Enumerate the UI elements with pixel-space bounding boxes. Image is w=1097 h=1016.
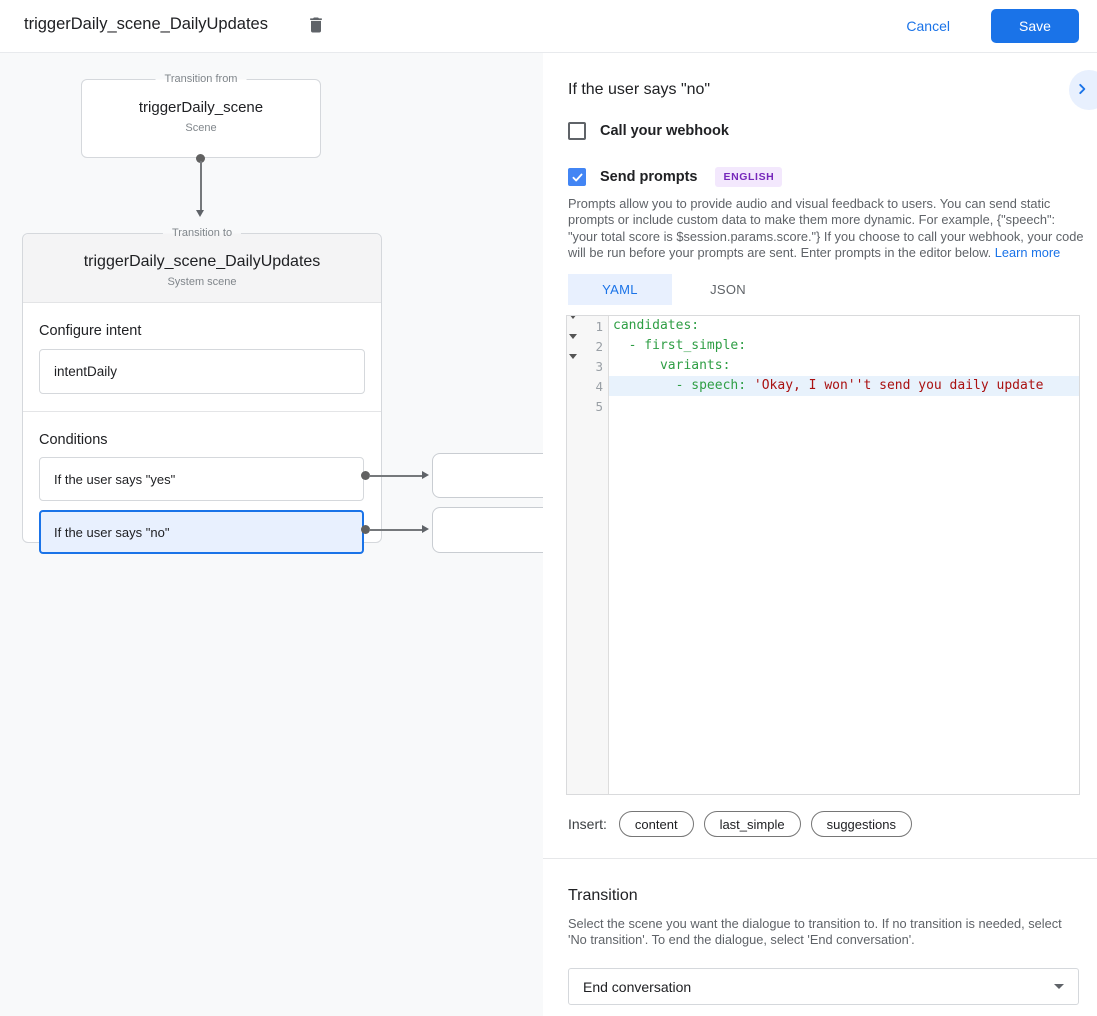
learn-more-link[interactable]: Learn more [994,245,1061,261]
transition-from-node[interactable]: Transition from triggerDaily_scene Scene [81,72,321,158]
editor-gutter-cell: 1 [567,316,608,336]
editor-line[interactable] [609,396,1079,416]
webhook-checkbox[interactable] [568,122,586,140]
send-prompts-checkbox[interactable] [568,168,586,186]
condition-card-yes[interactable]: If the user says "yes" [39,457,364,501]
delete-scene-button[interactable] [303,14,329,40]
connector-dot [196,154,205,163]
tab-json[interactable]: JSON [710,282,746,297]
condition-card-no[interactable]: If the user says "no" [39,510,364,554]
transition-to-node: Transition to triggerDaily_scene_DailyUp… [22,226,382,554]
condition-detail-panel: If the user says "no" Call your webhook … [543,53,1097,1016]
insert-row: Insert: content last_simple suggestions [568,811,912,837]
fold-toggle-icon[interactable] [567,316,579,334]
insert-chip-last_simple[interactable]: last_simple [703,811,801,837]
line-number: 3 [595,358,603,374]
code-segment-str: 'Okay, I won''t send you daily update [753,378,1044,393]
conditions-label: Conditions [39,432,108,448]
code-segment-key: variants: [613,358,731,373]
condition-no-connector-line [369,529,422,531]
insert-label: Insert: [568,816,607,832]
line-number: 5 [595,398,603,414]
editor-line[interactable]: candidates: [609,316,1079,336]
transition-from-legend: Transition from [155,72,247,86]
insert-chip-content[interactable]: content [618,811,694,837]
transition-to-header: triggerDaily_scene_DailyUpdates System s… [23,234,381,303]
collapse-panel-button[interactable] [1069,70,1097,110]
checkmark-icon [572,173,582,181]
transition-section-title: Transition [568,887,638,904]
editor-gutter-cell: 3 [567,353,608,376]
editor-gutter-cell: 2 [567,333,608,356]
line-number: 2 [595,338,603,354]
condition-no-arrowhead-icon [422,525,429,533]
condition-yes-target-node[interactable] [432,453,543,498]
line-number: 4 [595,378,603,394]
prompts-description: Prompts allow you to provide audio and v… [568,196,1084,261]
transition-select[interactable]: End conversation [568,968,1079,1005]
insert-chip-suggestions[interactable]: suggestions [810,811,912,837]
code-segment-key: candidates: [613,318,700,333]
condition-yes-connector-dot [361,471,370,480]
section-divider [23,411,381,412]
editor-line[interactable]: variants: [609,356,1079,376]
transition-to-legend: Transition to [162,226,242,240]
editor-code-area[interactable]: candidates: - first_simple: variants: - … [609,316,1079,794]
intent-card[interactable]: intentDaily [39,349,365,394]
connector-line [200,161,202,211]
webhook-row: Call your webhook [568,122,729,140]
transition-to-type: System scene [167,276,237,288]
editor-line[interactable]: - speech: 'Okay, I won''t send you daily… [609,376,1079,396]
language-badge: ENGLISH [715,167,783,187]
code-editor[interactable]: 1 2 3 4 5 candidates: - first_simple: varian… [566,315,1080,795]
transition-select-value: End conversation [583,978,692,995]
save-button[interactable]: Save [991,9,1079,43]
trash-icon [306,15,326,40]
editor-format-tabs: YAML JSON [568,274,784,305]
editor-gutter-cell: 4 [567,376,608,396]
tab-yaml[interactable]: YAML [568,274,672,305]
cancel-button[interactable]: Cancel [894,12,962,40]
condition-no-target-node[interactable] [432,507,543,553]
webhook-label: Call your webhook [600,123,729,139]
condition-no-connector-dot [361,525,370,534]
transition-from-type: Scene [185,122,217,134]
page-title: triggerDaily_scene_DailyUpdates [24,15,268,33]
scene-flow-canvas: Transition from triggerDaily_scene Scene… [0,53,543,1016]
code-segment-key: - first_simple: [613,338,747,353]
panel-title: If the user says "no" [568,81,711,98]
transition-description: Select the scene you want the dialogue t… [568,916,1062,948]
fold-toggle-icon[interactable] [567,333,579,354]
configure-intent-label: Configure intent [39,323,142,339]
editor-gutter: 1 2 3 4 5 [567,316,609,794]
connector-arrowhead-icon [196,210,204,217]
editor-line[interactable]: - first_simple: [609,336,1079,356]
chevron-right-icon [1075,82,1097,99]
editor-gutter-cell: 5 [567,396,608,416]
send-prompts-row: Send prompts ENGLISH [568,167,783,187]
code-segment-key: - speech: [613,378,754,393]
condition-yes-connector-line [369,475,422,477]
condition-yes-arrowhead-icon [422,471,429,479]
panel-divider [543,858,1097,859]
transition-from-name: triggerDaily_scene [138,99,264,116]
top-bar: triggerDaily_scene_DailyUpdates Cancel S… [0,0,1097,53]
transition-to-name: triggerDaily_scene_DailyUpdates [83,253,321,270]
fold-toggle-icon[interactable] [567,353,579,374]
line-number: 1 [595,318,603,334]
dropdown-caret-icon [1054,984,1064,989]
send-prompts-label: Send prompts [600,169,698,185]
